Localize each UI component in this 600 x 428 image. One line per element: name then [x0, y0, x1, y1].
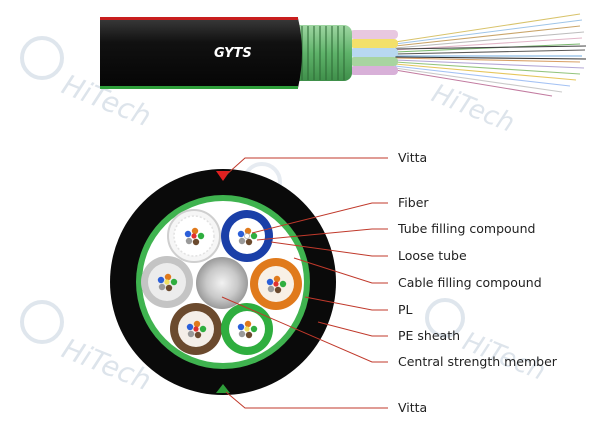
leader-central-strength [221, 296, 388, 363]
loose-tube-grey [141, 256, 193, 308]
loose-tube-blue [221, 210, 273, 262]
label-loose-tube: Loose tube [398, 248, 467, 263]
label-vitta-bottom: Vitta [398, 400, 427, 415]
label-tube-filling-compound: Tube filling compound [397, 221, 535, 236]
loose-tubes-side [350, 30, 398, 75]
label-cable-filling-compound: Cable filling compound [398, 275, 542, 290]
label-fiber: Fiber [398, 195, 429, 210]
leader-cable-filling [293, 257, 388, 284]
leader-vitta-top [225, 157, 388, 176]
loose-tube-orange [250, 258, 302, 310]
loose-tube-green [221, 303, 273, 355]
pe-jacket-side [100, 18, 302, 88]
cable-cross-section [110, 169, 336, 395]
leader-tube-filling [256, 228, 388, 241]
steel-armor-side [290, 25, 352, 81]
loose-tube-white [167, 209, 221, 263]
leader-lines [221, 157, 388, 409]
loose-tube-brown [170, 303, 222, 355]
leader-vitta-bottom [225, 391, 388, 409]
vitta-stripe-bottom [100, 86, 298, 89]
leader-pe-sheath [317, 321, 388, 337]
vitta-marker-top [216, 171, 230, 181]
fiber-bundle [394, 13, 587, 97]
leader-loose-tube [270, 241, 388, 257]
central-strength-member [196, 257, 248, 309]
leader-pl [304, 296, 388, 311]
label-pe-sheath: PE sheath [398, 328, 460, 343]
label-vitta-top: Vitta [398, 150, 427, 165]
label-central-strength-member: Central strength member [398, 354, 558, 369]
label-pl: PL [398, 302, 413, 317]
labels: Vitta Fiber Tube filling compound Loose … [397, 150, 558, 415]
cable-marking: GYTS [214, 46, 252, 61]
vitta-marker-bottom [216, 384, 230, 393]
watermark-logo: HiTech [425, 298, 550, 387]
leader-fiber [251, 202, 388, 234]
vitta-stripe-top [100, 17, 298, 20]
cable-side-view: GYTS [100, 13, 587, 97]
